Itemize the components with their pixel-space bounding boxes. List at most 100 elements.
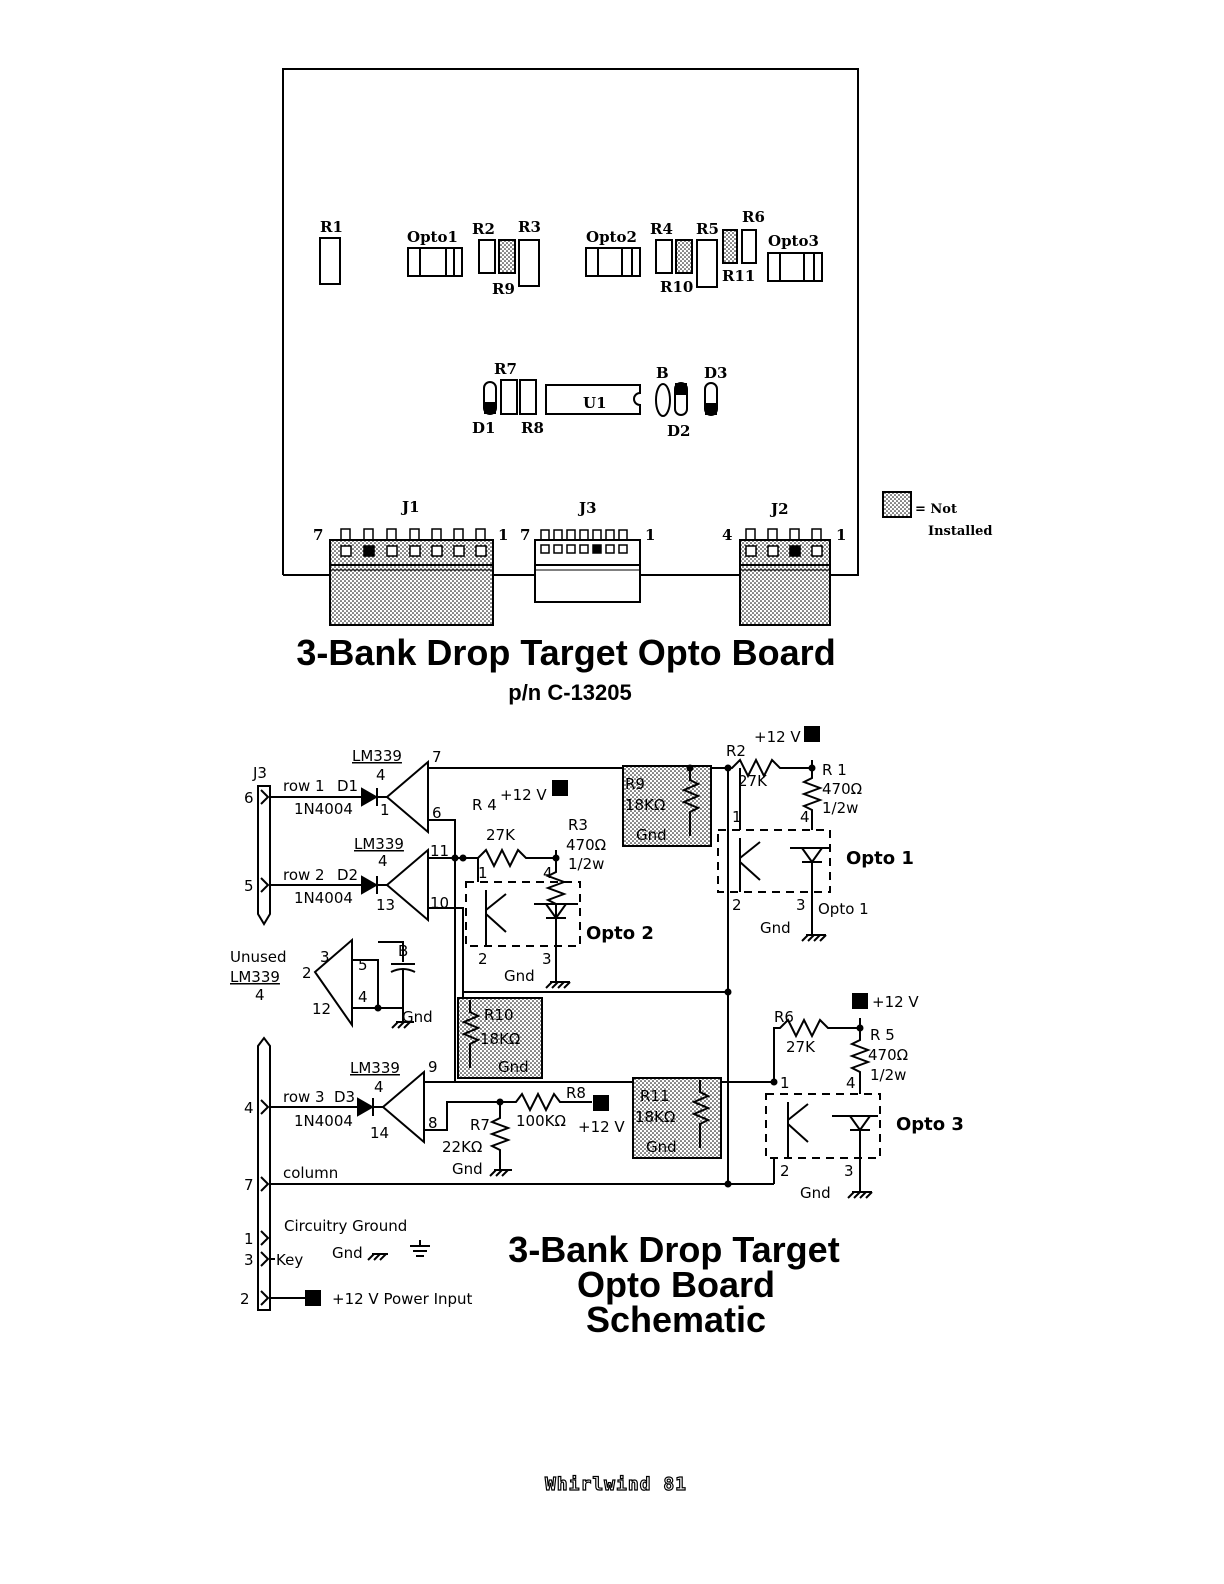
label-r2: R2	[472, 220, 495, 238]
sch-u-pin4-c: 4	[255, 986, 265, 1004]
sch-p9: 9	[428, 1058, 438, 1076]
r10-footprint	[675, 239, 693, 274]
label-r9: R9	[492, 280, 515, 298]
sch-lm339-unused: LM339	[230, 968, 280, 986]
sch-d1: D1	[337, 777, 358, 795]
sch-r1-watt: 1/2w	[822, 799, 858, 817]
sch-r11-value: 18KΩ	[635, 1108, 675, 1126]
j1-connector	[329, 528, 494, 626]
sch-key: Key	[276, 1251, 303, 1269]
sch-r9: R9	[625, 775, 645, 793]
sch-d2-part: 1N4004	[294, 889, 353, 907]
sch-pin6: 6	[244, 789, 254, 807]
ground-symbols	[367, 934, 873, 1261]
sch-r2-value: 27K	[738, 772, 768, 790]
sch-row3: row 3	[283, 1088, 325, 1106]
sch-p3: 3	[320, 948, 330, 966]
not-installed-swatch	[882, 491, 912, 518]
sch-cap-b: B	[398, 942, 408, 960]
board-labels: R1 Opto1 R2 R3 R9 Opto2 R4 R5 R6 R10 R11…	[313, 208, 993, 544]
sch-p11: 11	[430, 842, 449, 860]
sch-r6: R6	[774, 1008, 794, 1026]
sch-r11: R11	[640, 1087, 670, 1105]
sch-opto3-pin1: 1	[780, 1074, 790, 1092]
label-r8: R8	[521, 419, 544, 437]
label-j2-pin4: 4	[722, 526, 732, 544]
sch-gnd-key: Gnd	[332, 1244, 363, 1262]
sch-u-pin4-a: 4	[376, 766, 386, 784]
junctions	[305, 726, 868, 1306]
r7-footprint	[500, 379, 518, 415]
sch-opto1-pin2: 2	[732, 896, 742, 914]
sch-p10: 10	[430, 894, 449, 912]
label-opto3: Opto3	[768, 232, 819, 250]
legend-installed: Installed	[928, 524, 993, 539]
label-j1-pin7: 7	[313, 526, 323, 544]
sch-j3: J3	[252, 764, 267, 782]
sch-p14: 14	[370, 1124, 389, 1142]
label-j3-pin7: 7	[520, 526, 530, 544]
j3-bus-bottom	[257, 1036, 271, 1311]
sch-opto1: Opto 1	[846, 848, 914, 869]
sch-r3-watt: 1/2w	[568, 855, 604, 873]
sch-r10: R10	[484, 1006, 514, 1024]
label-r3: R3	[518, 218, 541, 236]
sch-opto2-pin3: 3	[542, 950, 552, 968]
label-d1: D1	[472, 419, 495, 437]
schematic-title-2: Opto Board	[577, 1264, 775, 1305]
sch-gnd-r10: Gnd	[498, 1058, 529, 1076]
sch-power-input: +12 V Power Input	[332, 1290, 473, 1308]
sch-gnd-r11: Gnd	[646, 1138, 677, 1156]
sch-gnd-opto1: Gnd	[760, 919, 791, 937]
r6-footprint	[741, 229, 757, 264]
sch-d2: D2	[337, 866, 358, 884]
sch-d3: D3	[334, 1088, 355, 1106]
sch-r1: R 1	[822, 761, 847, 779]
label-r10: R10	[660, 278, 693, 296]
part-number: p/n C-13205	[508, 680, 632, 705]
sch-r5-watt: 1/2w	[870, 1066, 906, 1084]
sch-r5: R 5	[870, 1026, 895, 1044]
sch-p12: 12	[312, 1000, 331, 1018]
label-j1-pin1: 1	[498, 526, 508, 544]
sch-opto3-pin4: 4	[846, 1074, 856, 1092]
label-j3-pin1: 1	[645, 526, 655, 544]
sch-r8: R8	[566, 1084, 586, 1102]
opto3-footprint	[767, 252, 823, 282]
sch-p1: 1	[380, 801, 390, 819]
sch-r4-value: 27K	[486, 826, 516, 844]
sch-gnd-cap: Gnd	[402, 1008, 433, 1026]
sch-d3-part: 1N4004	[294, 1112, 353, 1130]
opto2-footprint	[585, 247, 641, 277]
sch-p4: 4	[358, 988, 368, 1006]
r4-footprint	[655, 239, 673, 274]
sch-opto2-pin1: 1	[478, 864, 488, 882]
r1-footprint	[319, 237, 341, 285]
b-footprint	[655, 383, 671, 417]
sch-row1: row 1	[283, 777, 325, 795]
sch-gnd-r7: Gnd	[452, 1160, 483, 1178]
sch-gnd-r9: Gnd	[636, 826, 667, 844]
label-opto1: Opto1	[407, 228, 458, 246]
sch-opto2: Opto 2	[586, 923, 654, 944]
r2-footprint	[478, 239, 496, 274]
label-r5: R5	[696, 220, 719, 238]
sch-lm339-3: LM339	[350, 1059, 400, 1077]
u1-footprint	[545, 384, 641, 415]
sch-gnd-opto3: Gnd	[800, 1184, 831, 1202]
schematic-labels: J3 6 5 4 7 1 3 2 row 1 D1 1N4004 row 2 D…	[230, 728, 964, 1308]
sch-r4: R 4	[472, 796, 497, 814]
sch-r3: R3	[568, 816, 588, 834]
opto1-footprint	[407, 247, 463, 277]
sch-r5-value: 470Ω	[868, 1046, 908, 1064]
sch-pin3: 3	[244, 1251, 254, 1269]
sch-plus12-opto2: +12 V	[500, 786, 547, 804]
sch-p7: 7	[432, 748, 442, 766]
sch-r10-value: 18KΩ	[480, 1030, 520, 1048]
sch-r7-value: 22KΩ	[442, 1138, 482, 1156]
legend-not: = Not	[915, 502, 957, 517]
r11-footprint	[722, 229, 738, 264]
sch-r1-value: 470Ω	[822, 780, 862, 798]
label-opto2: Opto2	[586, 228, 637, 246]
